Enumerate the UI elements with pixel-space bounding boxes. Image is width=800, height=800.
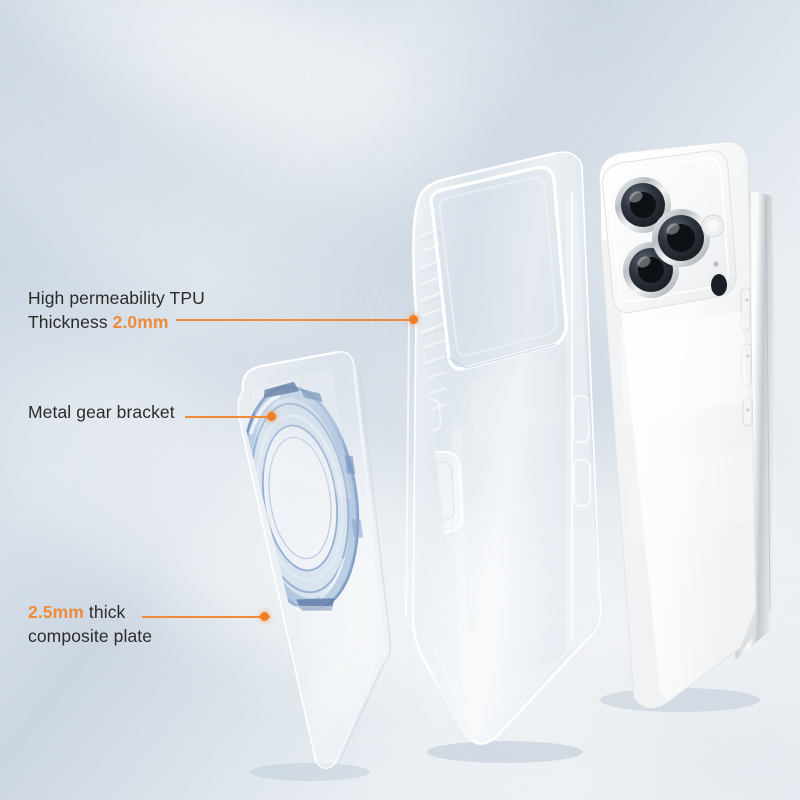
annotation-tpu-line2-prefix: Thickness xyxy=(28,312,113,332)
annotation-plate-line2: composite plate xyxy=(28,626,153,646)
annotation-bracket-leader-line xyxy=(185,416,275,418)
annotation-bracket-endpoint-dot xyxy=(267,412,276,421)
annotation-plate-line1-suffix: thick xyxy=(83,602,126,622)
annotation-tpu-thickness-value: 2.0mm xyxy=(112,312,169,332)
annotation-plate-thickness-value: 2.5mm xyxy=(28,602,84,622)
annotation-tpu-line1: High permeability TPU xyxy=(28,288,205,308)
annotation-tpu-endpoint-dot xyxy=(409,315,418,324)
annotation-tpu-leader-line xyxy=(176,319,416,321)
annotation-plate-endpoint-dot xyxy=(260,612,269,621)
annotation-bracket-label: Metal gear bracket xyxy=(28,402,175,422)
annotation-plate-leader-line xyxy=(142,616,270,618)
